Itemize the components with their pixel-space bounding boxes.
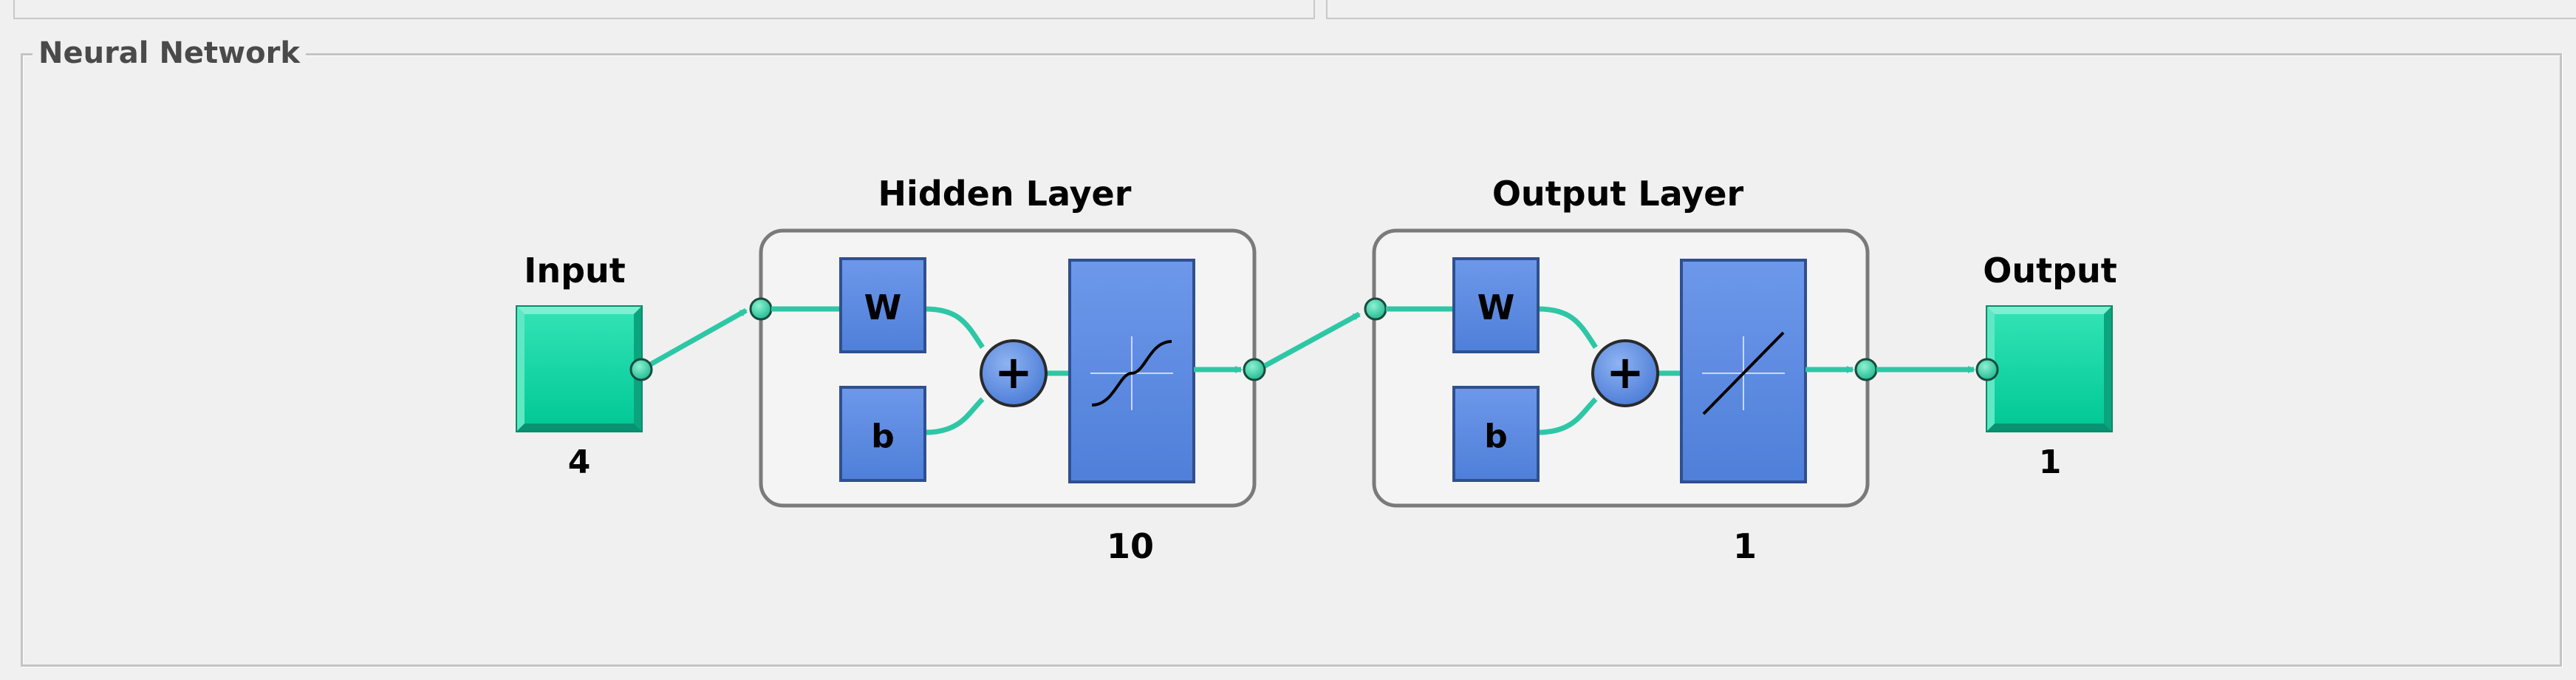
output-layer-output-node (1854, 358, 1878, 381)
hidden-layer-size: 10 (1107, 526, 1154, 566)
top-panel-strip (0, 0, 2576, 22)
input-connector (640, 307, 748, 373)
output-sum-symbol: + (1606, 345, 1644, 399)
output-layer-size: 1 (1733, 526, 1757, 566)
linear-icon (1680, 259, 1807, 483)
input-label: Input (524, 251, 626, 290)
output-block: Output 1 (1975, 251, 2117, 481)
top-left-pane (13, 0, 1315, 19)
hidden-bias-label: b (871, 418, 895, 455)
group-title: Neural Network (33, 34, 306, 72)
hidden-layer-title: Hidden Layer (878, 174, 1132, 214)
hidden-sum-symbol: + (994, 345, 1033, 399)
output-layer-title: Output Layer (1492, 174, 1744, 214)
output-weight-block (1452, 257, 1540, 353)
neural-network-group (21, 53, 2562, 667)
hidden-sum-node (980, 339, 1048, 407)
hidden-layer: Hidden Layer W b + 10 (749, 174, 1266, 566)
hidden-input-node (749, 297, 773, 321)
output-size: 1 (2039, 443, 2062, 481)
input-size: 4 (568, 443, 591, 481)
output-weight-label: W (1477, 288, 1515, 327)
output-bias-label: b (1484, 418, 1508, 455)
output-port-node (1975, 358, 1999, 381)
hidden-weight-label: W (864, 288, 902, 327)
hidden-to-output-connector (1263, 311, 1361, 369)
sigmoid-icon (1068, 259, 1195, 483)
output-layer-input-node (1364, 297, 1387, 321)
output-bias-block (1452, 386, 1540, 482)
top-right-pane (1326, 0, 2576, 19)
output-sum-node (1591, 339, 1659, 407)
input-port-node (629, 358, 653, 381)
output-layer: Output Layer W b + 1 (1364, 174, 1878, 566)
hidden-output-node (1243, 358, 1266, 381)
hidden-weight-block (839, 257, 926, 353)
hidden-bias-block (839, 386, 926, 482)
output-label: Output (1983, 251, 2117, 290)
input-block: Input 4 (516, 251, 643, 481)
